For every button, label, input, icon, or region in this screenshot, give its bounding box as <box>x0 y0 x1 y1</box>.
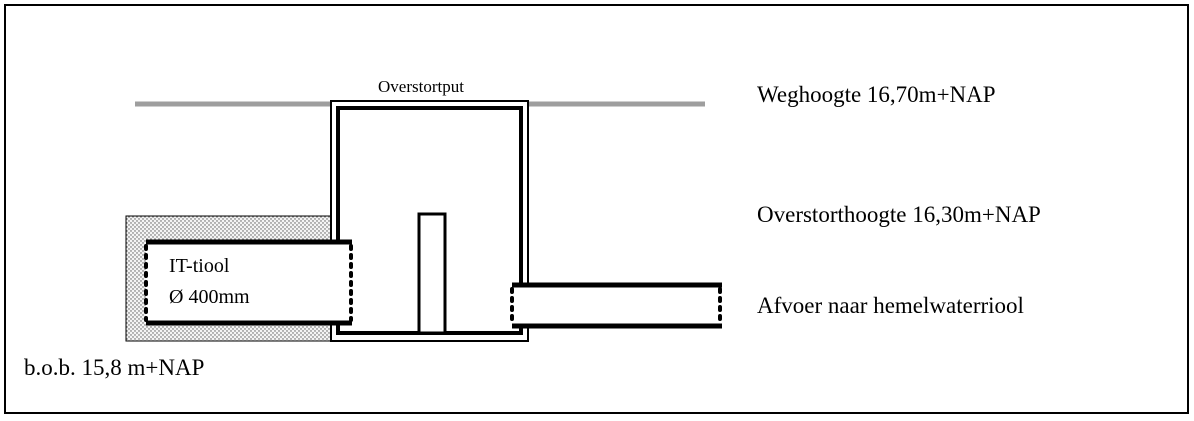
overflow-level-label: Overstorthoogte 16,30m+NAP <box>757 202 1041 227</box>
bottom-level-label: b.o.b. 15,8 m+NAP <box>24 355 204 380</box>
inlet-pipe-fill <box>146 242 352 324</box>
well-title: Overstortput <box>378 77 464 96</box>
outlet-label: Afvoer naar hemelwaterriool <box>757 293 1024 318</box>
overflow-weir <box>417 212 447 335</box>
road-level-label: Weghoogte 16,70m+NAP <box>757 82 996 107</box>
inlet-pipe-diameter-label: Ø 400mm <box>169 286 250 308</box>
outlet-pipe-fill <box>512 285 721 327</box>
inlet-pipe-name-label: IT-tiool <box>169 255 230 277</box>
diagram-frame <box>4 4 1189 414</box>
